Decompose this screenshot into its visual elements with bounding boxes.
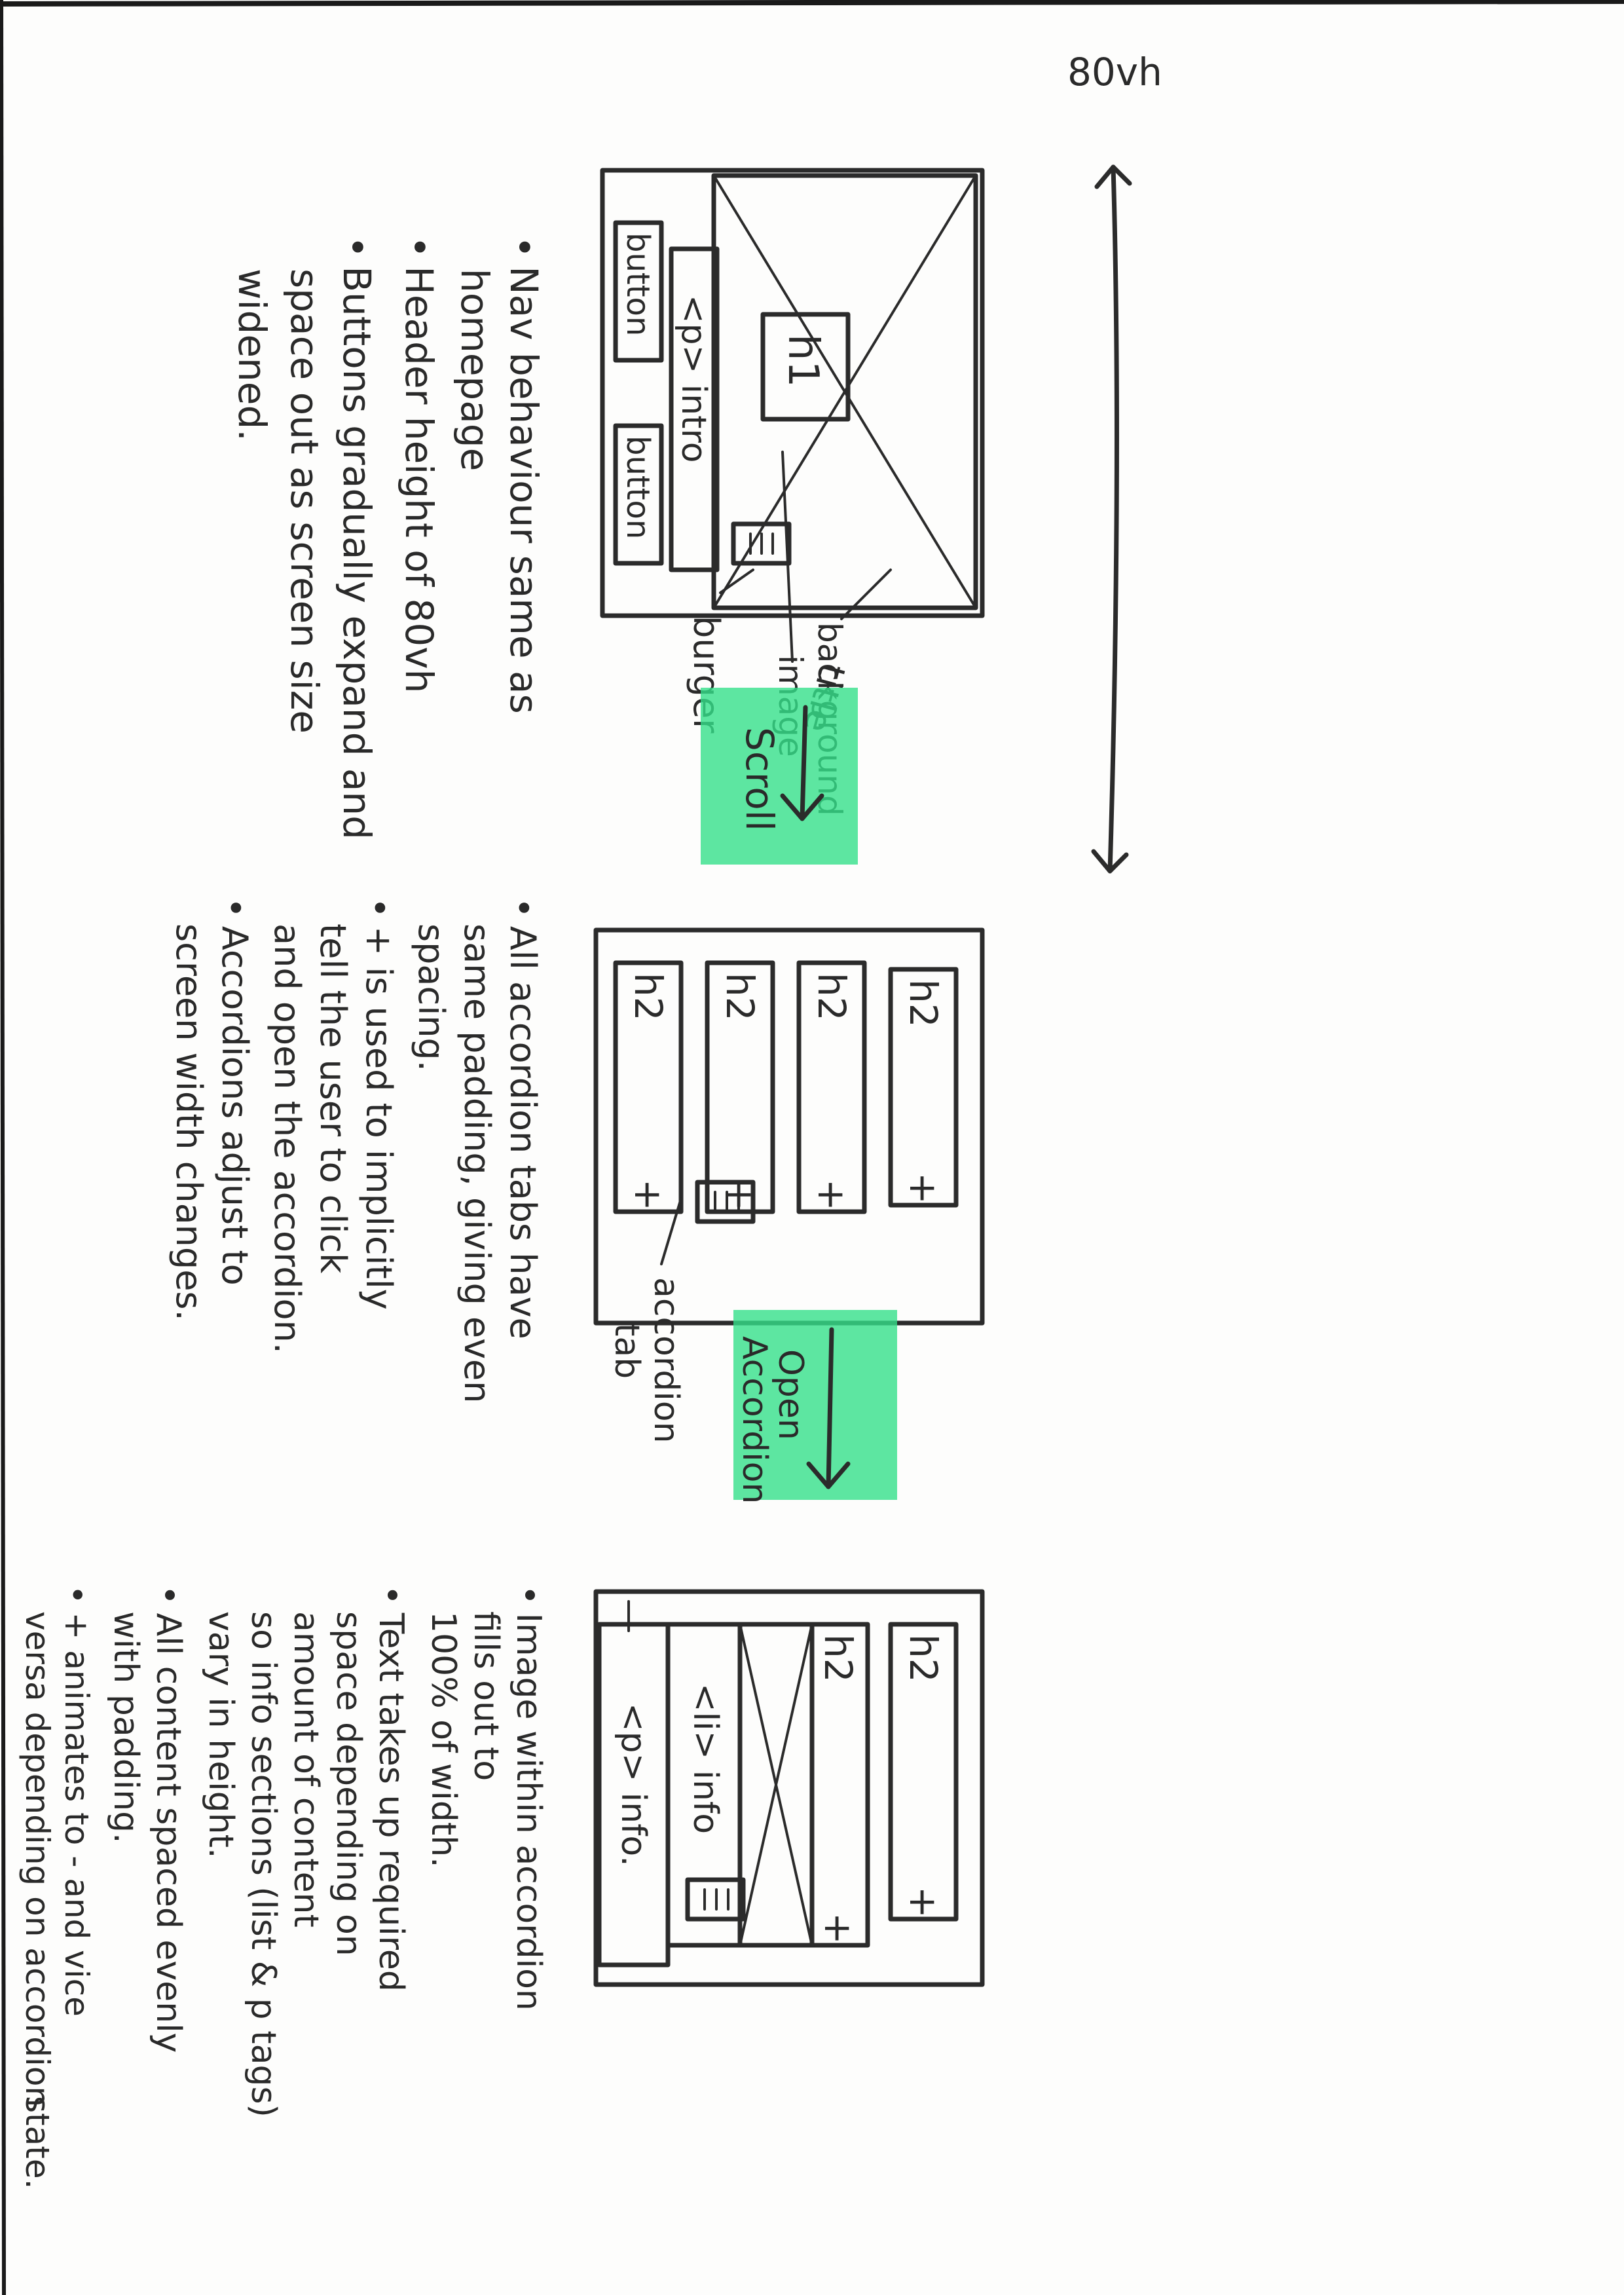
scroll-highlight <box>701 688 858 865</box>
note-3-line: •Accordions adjust to <box>214 897 255 1286</box>
intro-box <box>669 246 720 572</box>
accordion-tab[interactable] <box>705 960 775 1214</box>
accordion-tab-title: h2 <box>816 1634 860 1683</box>
accordion-tab-title: h2 <box>901 1634 946 1683</box>
accordion-tab[interactable] <box>796 960 867 1214</box>
title-pointer <box>781 451 794 663</box>
header-frame <box>600 168 985 618</box>
header-button-2[interactable] <box>613 423 664 566</box>
open-accordion-highlight <box>733 1310 897 1500</box>
note-2-line: tell the user to click <box>312 924 354 1274</box>
accordion-tab[interactable] <box>613 960 684 1214</box>
open-accordion-label-line2: Accordion <box>735 1336 774 1504</box>
note-1-line: 100% of width. <box>424 1611 463 1868</box>
note-2-line: vary in height. <box>201 1611 240 1859</box>
scroll-arrow <box>800 705 808 821</box>
accordion-tab-title: h2 <box>809 973 854 1021</box>
title-h1: h1 <box>779 334 827 387</box>
note-4-line: state. <box>18 2096 56 2190</box>
note-4-line: versa depending on accordion <box>18 1611 56 2107</box>
intro-text: <p> intro <box>674 295 713 463</box>
header-button-1[interactable] <box>613 220 664 363</box>
accordion-annotation-line2: tab <box>607 1323 646 1379</box>
note-2-line: and open the accordion. <box>267 924 308 1354</box>
note-1-line: •Image within accordion <box>509 1585 548 2011</box>
open-accordion-arrow <box>826 1327 834 1489</box>
wireframe-3-open-accordion: h2 + h2 + <li> info <p> info. <box>593 1589 985 1987</box>
header-button-1-label: button <box>619 233 656 336</box>
accordion-tab[interactable] <box>888 967 959 1208</box>
background-pointer <box>840 569 892 620</box>
note-2-line: so info sections (list & p tags) <box>244 1611 283 2118</box>
burger-icon[interactable] <box>731 521 792 566</box>
burger-icon[interactable] <box>695 1180 756 1224</box>
plus-icon[interactable]: + <box>626 1179 671 1211</box>
plus-icon[interactable]: + <box>718 1179 762 1211</box>
dimension-arrow <box>1107 164 1119 874</box>
accordion-tab-title: h2 <box>626 973 671 1021</box>
note-1-line: homepage <box>452 269 497 471</box>
note-3-line: space out as screen size <box>282 269 327 734</box>
note-1-line: •All accordion tabs have <box>502 897 544 1339</box>
note-3-line: •All content spaced evenly <box>149 1585 188 2053</box>
notes-2: •All accordion tabs have same padding, g… <box>168 897 544 1404</box>
note-1-line: spacing. <box>411 924 452 1072</box>
dimension-label: 80vh <box>1067 50 1162 94</box>
note-1-line: •Nav behaviour same as <box>502 236 546 714</box>
background-image-placeholder <box>711 173 978 610</box>
note-3-line: widened. <box>230 269 274 441</box>
note-2-line: •Text takes up required <box>371 1585 411 1992</box>
plus-icon[interactable]: + <box>901 1886 946 1918</box>
accordion-tab-closed[interactable] <box>888 1622 959 1922</box>
accordion-tab-title: h2 <box>901 979 946 1028</box>
plus-icon[interactable]: + <box>809 1179 854 1211</box>
open-accordion-label-line1: Open <box>771 1349 810 1440</box>
image-cross-line <box>712 174 977 609</box>
transition-scroll: Scroll <box>701 688 858 865</box>
notes-1: •Nav behaviour same as homepage •Header … <box>230 236 546 840</box>
note-4-line: •+ animates to - and vice <box>58 1585 96 2017</box>
note-2-line: space depending on <box>329 1611 368 1956</box>
note-2-line: •+ is used to implicitly <box>358 897 399 1310</box>
image-cross-line <box>739 1623 813 1947</box>
wireframe-1-header: 80vh burger background image <box>600 50 1162 874</box>
note-3-line: screen width changes. <box>168 924 210 1321</box>
note-3-line: •Buttons gradually expand and <box>335 236 379 840</box>
open-accordion-arrowhead <box>806 1461 851 1489</box>
note-2-line: amount of content <box>286 1611 325 1928</box>
wireframe-2-accordion: h2 + h2 + h2 + h2 + accordion tab <box>593 927 985 1444</box>
burger-pointer <box>719 569 754 594</box>
header-button-2-label: button <box>619 436 656 539</box>
note-1-line: same padding, giving even <box>456 924 498 1404</box>
paragraph-info-box <box>597 1622 671 1968</box>
title-box <box>760 312 851 422</box>
plus-icon[interactable]: + <box>901 1172 946 1204</box>
note-2-line: •Header height of 80vh <box>397 236 441 693</box>
scroll-arrowhead <box>780 793 824 821</box>
notes-3: •Image within accordion fills out to 100… <box>18 1585 548 2190</box>
note-3-line: with padding. <box>106 1611 145 1844</box>
dimension-arrowhead-left <box>1094 164 1132 189</box>
paragraph-info-text: <p> info. <box>614 1703 653 1867</box>
note-1-line: fills out to <box>466 1611 506 1781</box>
list-info-text: <li> info <box>686 1683 725 1834</box>
plus-icon[interactable]: + <box>816 1912 860 1945</box>
scroll-label: Scroll <box>737 727 782 831</box>
dimension-arrowhead-right <box>1091 849 1129 874</box>
accordion-tab-title: h2 <box>718 973 762 1021</box>
burger-icon[interactable] <box>685 1877 746 1922</box>
open-accordion-frame <box>593 1589 985 1987</box>
accordion-annotation-line1: accordion <box>646 1277 686 1444</box>
transition-open-accordion: Open Accordion <box>733 1310 897 1504</box>
accordion-tab-pointer <box>660 1197 682 1265</box>
